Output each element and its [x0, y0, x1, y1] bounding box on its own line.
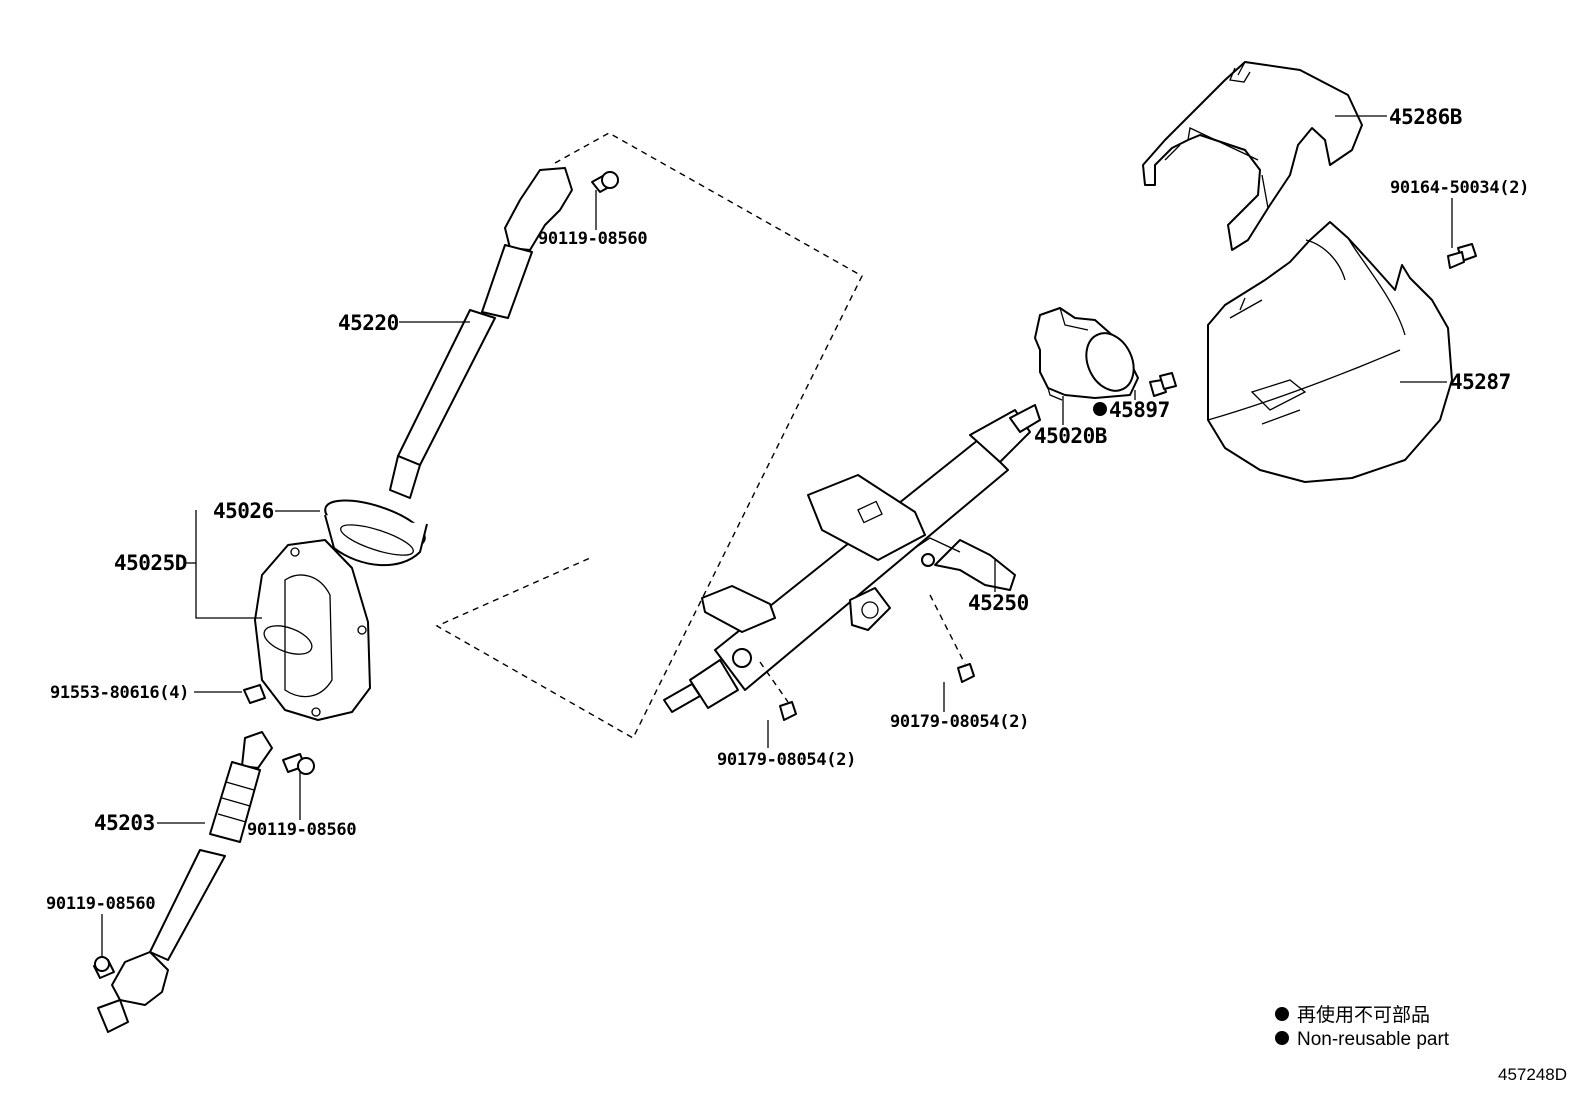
- legend-line-1: 再使用不可部品: [1297, 1004, 1430, 1026]
- label-90179-08054-left: 90179-08054(2): [717, 750, 856, 770]
- upper-column-cover: [1142, 61, 1363, 251]
- legend: 再使用不可部品 Non-reusable part: [1275, 1004, 1450, 1050]
- nut-90179-left: [779, 701, 797, 721]
- lower-shaft-45203: [97, 731, 273, 1033]
- label-45250: 45250: [968, 591, 1029, 615]
- bolt-90119-bottom: [93, 956, 115, 979]
- label-45020B: 45020B: [1034, 424, 1107, 448]
- bolt-90119-mid: [282, 753, 315, 775]
- label-90164-50034: 90164-50034(2): [1390, 178, 1529, 198]
- nut-leader-right: [929, 594, 966, 665]
- label-90119-08560-mid: 90119-08560: [247, 820, 356, 840]
- label-45220: 45220: [338, 311, 399, 335]
- figure-id: 457248D: [1498, 1065, 1567, 1084]
- bolt-90119-top: [591, 171, 619, 193]
- bearing-45026: [324, 499, 428, 567]
- label-45287: 45287: [1450, 370, 1511, 394]
- legend-dot-icon: [1275, 1007, 1289, 1021]
- label-91553-80616: 91553-80616(4): [50, 683, 189, 703]
- nut-leader-left: [759, 661, 789, 703]
- leader-lines: [101, 115, 1453, 958]
- bolt-91553: [243, 684, 266, 704]
- legend-line-2: Non-reusable part: [1297, 1029, 1450, 1050]
- label-45286B: 45286B: [1389, 105, 1462, 129]
- steering-column-assembly: [663, 404, 1041, 713]
- non-reusable-marker-icon: [1093, 402, 1107, 416]
- label-45203: 45203: [94, 811, 155, 835]
- screw-90164: [1447, 243, 1477, 269]
- label-90119-08560-bottom: 90119-08560: [46, 894, 155, 914]
- label-45897: 45897: [1109, 398, 1170, 422]
- nut-90179-right: [957, 663, 975, 683]
- legend-dot-icon: [1275, 1031, 1289, 1045]
- label-90179-08054-right: 90179-08054(2): [890, 712, 1029, 732]
- dust-boot-45025D: [254, 539, 371, 721]
- intermediate-shaft: [389, 167, 573, 499]
- label-45025D: 45025D: [114, 551, 187, 575]
- assembly-dashed-outline: [435, 132, 863, 739]
- switch-assembly: [1034, 307, 1139, 401]
- label-45026: 45026: [213, 499, 274, 523]
- pin-45897: [1149, 372, 1177, 397]
- lower-column-cover: [1207, 221, 1453, 483]
- label-90119-08560-top: 90119-08560: [538, 229, 647, 249]
